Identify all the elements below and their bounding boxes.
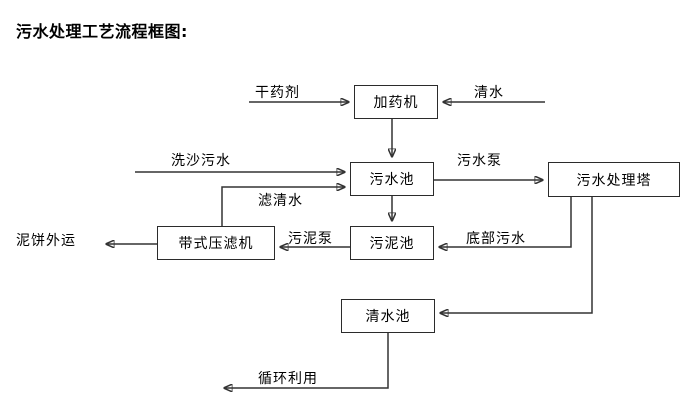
node-label: 带式压滤机 — [178, 236, 254, 252]
node-label: 清水池 — [365, 309, 411, 325]
wire-tower-to-clean-water-pool — [440, 197, 593, 313]
page-title: 污水处理工艺流程框图: — [16, 22, 188, 41]
edge-label-filtered-water: 滤清水 — [258, 193, 303, 209]
edge-label-sludge-pump: 污泥泵 — [288, 231, 333, 247]
edge-label-sand-wash-water: 洗沙污水 — [171, 153, 231, 169]
node-label: 污泥池 — [369, 236, 415, 252]
node-label: 污水池 — [369, 172, 415, 188]
node-label: 加药机 — [373, 95, 419, 111]
edge-label-bottom-sewage: 底部污水 — [466, 231, 526, 247]
node-belt-filter-press[interactable]: 带式压滤机 — [157, 226, 275, 260]
edge-label-recycle-reuse: 循环利用 — [258, 371, 318, 387]
node-wastewater-pool[interactable]: 污水池 — [350, 162, 434, 196]
edge-label-sewage-pump: 污水泵 — [457, 153, 502, 169]
node-label: 污水处理塔 — [576, 172, 652, 189]
wire-tower-bottom-to-sludge-pool — [439, 197, 572, 247]
wire-filtered-water-to-wastewater-pool — [221, 187, 345, 226]
node-sludge-pool[interactable]: 污泥池 — [350, 226, 434, 260]
edge-label-mud-cake-out: 泥饼外运 — [16, 233, 76, 249]
edge-label-clean-water-input: 清水 — [474, 85, 504, 101]
node-clean-water-pool[interactable]: 清水池 — [341, 299, 435, 333]
wire-clean-water-pool-to-recycle — [224, 333, 389, 388]
edge-label-dry-chemical: 干药剂 — [255, 85, 300, 101]
node-dosing-machine[interactable]: 加药机 — [354, 85, 438, 119]
node-treatment-tower[interactable]: 污水处理塔 — [548, 162, 680, 197]
